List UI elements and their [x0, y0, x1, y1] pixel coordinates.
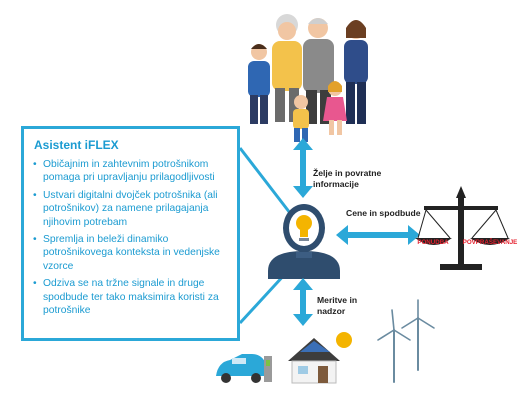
assistant-bullet: • Običajnim in zahtevnim potrošnikom poma…	[33, 158, 235, 185]
assistant-bullet: • Spremlja in beleži dinamiko potrošnikov…	[33, 233, 235, 273]
assistant-info-box: Asistent iFLEX • Običajnim in zahtevnim p…	[21, 126, 240, 341]
house-solar-icon	[288, 332, 352, 384]
bullet-dot-icon: •	[33, 234, 37, 246]
wishes-arrow	[293, 138, 313, 198]
assistant-bullet-text: Običajnim in zahtevnim potrošnikom pomag…	[43, 159, 215, 184]
prices-label: Cene in spodbude	[346, 208, 421, 218]
connector-lines	[238, 147, 292, 325]
scale-label-supply: PONUDBA	[417, 239, 449, 246]
family-illustration	[248, 14, 368, 142]
wishes-label: Želje in povratne informacije	[313, 168, 381, 189]
wishes-label-line1: Želje in povratne	[313, 168, 382, 178]
assistant-bullet-text: Ustvari digitalni dvojček potrošnika (al…	[43, 189, 218, 228]
assistant-bullet-text: Odziva se na tržne signale in druge spod…	[43, 278, 219, 317]
scale-label-demand: POVPRAŠEVANJE	[463, 238, 518, 246]
measurements-arrow	[293, 278, 313, 326]
bullet-dot-icon: •	[33, 278, 37, 290]
wishes-label-line2: informacije	[313, 178, 359, 189]
wind-turbine-icon	[377, 299, 435, 383]
assistant-bullet-text: Spremlja in beleži dinamiko potrošnikove…	[43, 234, 220, 272]
assistant-title: Asistent iFLEX	[34, 138, 119, 152]
assistant-bullet-list: • Običajnim in zahtevnim potrošnikom poma…	[33, 158, 235, 321]
assistant-bullet: • Ustvari digitalni dvojček potrošnika (a…	[33, 189, 235, 229]
assistant-bullet: • Odziva se na tržne signale in druge spo…	[33, 277, 235, 317]
scale-icon: PONUDBA POVPRAŠEVANJE	[415, 186, 517, 270]
bullet-dot-icon: •	[33, 189, 37, 201]
bullet-dot-icon: •	[33, 159, 37, 170]
robot-assistant-icon	[268, 204, 340, 279]
measurements-label-line1: Meritve in	[317, 295, 358, 305]
prices-arrow	[336, 225, 420, 245]
measurements-label: Meritve in nadzor	[317, 295, 357, 316]
electric-car-icon	[216, 354, 272, 383]
measurements-label-line2: nadzor	[317, 305, 346, 316]
